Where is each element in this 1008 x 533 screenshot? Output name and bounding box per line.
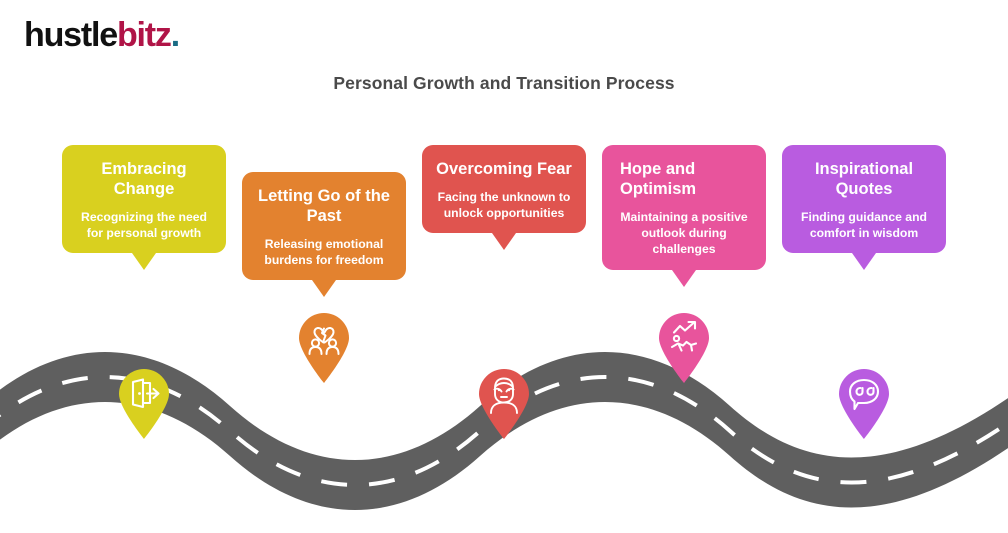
step-card-2-description: Releasing emotional burdens for freedom: [264, 237, 384, 268]
brand-logo: hustlebitz.: [24, 16, 180, 54]
map-pin-1[interactable]: [116, 368, 172, 440]
map-pin-4[interactable]: [656, 312, 712, 384]
logo-dot: .: [170, 16, 180, 54]
logo-text-secondary: bitz: [116, 16, 172, 54]
pin-shape-3: [479, 368, 529, 439]
step-card-1-tail: [132, 253, 156, 271]
step-card-2[interactable]: Letting Go of the Past Releasing emotion…: [242, 172, 406, 298]
broken-heart-people-icon: [308, 327, 340, 355]
step-card-1-description: Recognizing the need for personal growth: [81, 210, 207, 241]
exit-door-icon: [131, 378, 160, 409]
step-card-1[interactable]: Embracing Change Recognizing the need fo…: [62, 145, 226, 271]
step-card-4-title: Hope and Optimism: [620, 160, 697, 199]
step-card-3-tail: [492, 233, 516, 251]
running-growth-arrow-icon: [670, 320, 698, 352]
step-card-3[interactable]: Overcoming Fear Facing the unknown to un…: [422, 145, 586, 251]
map-pin-2[interactable]: [296, 312, 352, 384]
road-center-line: [0, 375, 1008, 487]
step-card-2-tail: [312, 280, 336, 298]
map-pin-3[interactable]: [476, 368, 532, 440]
step-card-2-title: Letting Go of the Past: [258, 187, 390, 226]
pin-shape-4: [659, 312, 709, 383]
logo-text-primary: hustle: [24, 16, 118, 54]
step-card-4-tail: [672, 269, 696, 287]
step-card-5-tail: [852, 253, 876, 271]
page-title: Personal Growth and Transition Process: [333, 73, 675, 93]
quote-bubble-icon: [848, 378, 880, 411]
step-card-4[interactable]: Hope and Optimism Maintaining a positive…: [602, 145, 766, 287]
step-card-1-title: Embracing Change: [101, 160, 187, 199]
step-card-3-title: Overcoming Fear: [436, 160, 572, 178]
step-card-3-description: Facing the unknown to unlock opportuniti…: [437, 190, 571, 221]
masked-person-icon: [490, 377, 518, 414]
step-card-5-title: Inspirational Quotes: [814, 160, 914, 199]
pin-shape-2: [299, 312, 349, 383]
map-pin-5[interactable]: [836, 368, 892, 440]
step-card-4-description: Maintaining a positive outlook during ch…: [620, 210, 748, 257]
step-card-5-description: Finding guidance and comfort in wisdom: [801, 210, 927, 241]
step-card-5[interactable]: Inspirational Quotes Finding guidance an…: [782, 145, 946, 271]
